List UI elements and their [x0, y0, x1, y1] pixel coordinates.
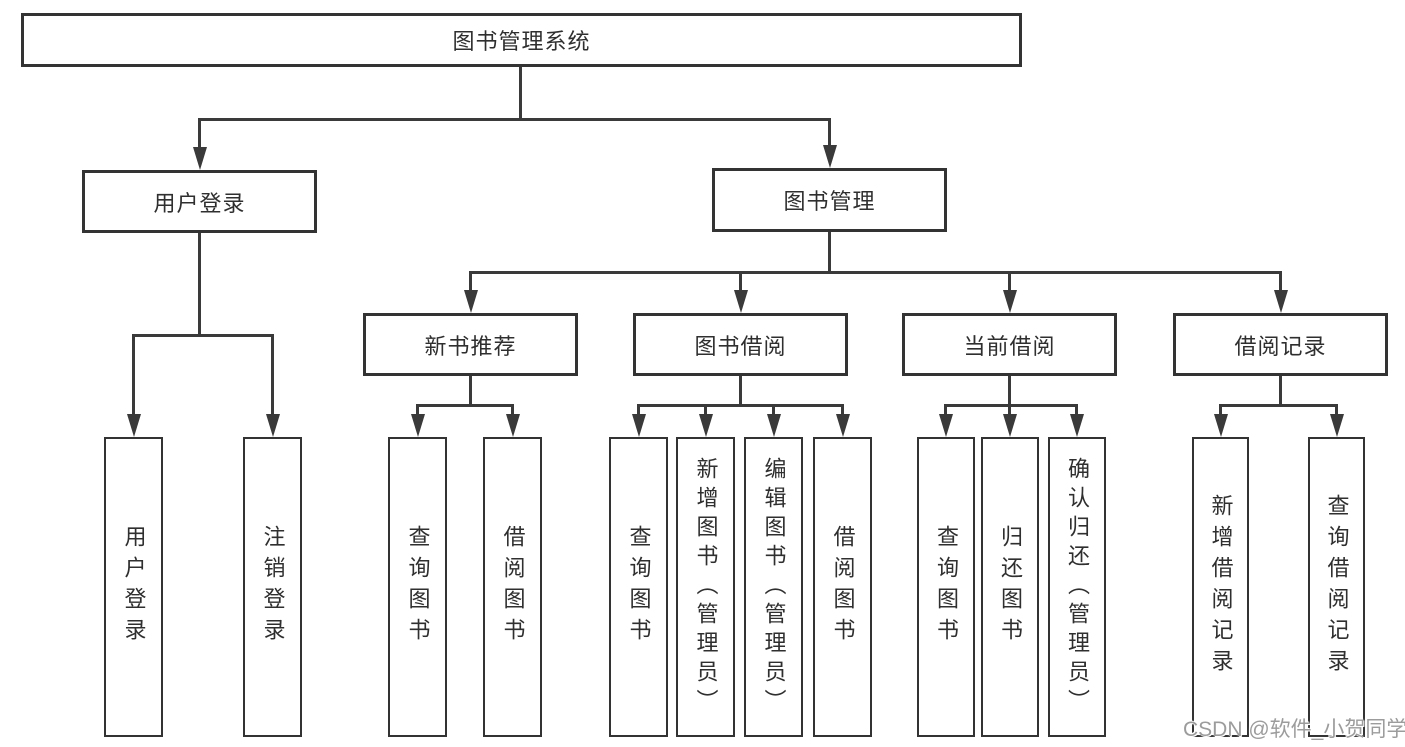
csdn-watermark: CSDN @软件_小贺同学 [1183, 718, 1405, 741]
connector-root-vertical [519, 67, 522, 120]
arrow-down-icon [1070, 414, 1084, 437]
leaf-edit-books-admin: 编辑图书（管理员） [744, 437, 803, 737]
node-book-borrowing: 图书借阅 [633, 313, 848, 376]
connector-stub [841, 404, 844, 416]
connector-stub [1008, 404, 1011, 416]
node-label: 当前借阅 [963, 333, 1056, 359]
leaf-label: 用户登录 [121, 525, 147, 649]
arrow-down-icon [836, 414, 850, 437]
arrow-down-icon [266, 414, 280, 437]
leaf-label: 确认归还（管理员） [1065, 456, 1090, 718]
connector-new-rec-vertical [469, 376, 472, 407]
connector-user-login-horizontal [132, 334, 274, 337]
connector-stub [271, 334, 274, 416]
arrow-down-icon [734, 290, 748, 313]
leaf-label: 借阅图书 [500, 525, 526, 649]
leaf-label: 查询图书 [626, 525, 652, 649]
arrow-down-icon [823, 145, 837, 168]
connector-stub [739, 271, 742, 293]
node-current-borrowing: 当前借阅 [902, 313, 1117, 376]
leaf-label: 查询借阅记录 [1324, 494, 1350, 680]
arrow-down-icon [699, 414, 713, 437]
node-label: 图书管理系统 [452, 29, 591, 54]
leaf-borrow-books-recommend: 借阅图书 [483, 437, 542, 737]
connector-stub [828, 118, 831, 148]
leaf-query-books-recommend: 查询图书 [388, 437, 447, 737]
leaf-confirm-return-admin: 确认归还（管理员） [1048, 437, 1106, 737]
connector-stub [1335, 404, 1338, 416]
connector-stub [1219, 404, 1222, 416]
leaf-query-books-borrow: 查询图书 [609, 437, 668, 737]
leaf-label: 注销登录 [260, 525, 286, 649]
connector-stub [704, 404, 707, 416]
arrow-down-icon [1214, 414, 1228, 437]
leaf-label: 新增借阅记录 [1208, 494, 1234, 680]
node-label: 新书推荐 [424, 333, 517, 359]
connector-stub [1279, 271, 1282, 293]
arrow-down-icon [1003, 414, 1017, 437]
leaf-return-books: 归还图书 [981, 437, 1039, 737]
node-user-login: 用户登录 [82, 170, 317, 233]
connector-stub [772, 404, 775, 416]
connector-borrow-horizontal [637, 404, 844, 407]
node-label: 图书借阅 [694, 333, 787, 359]
leaf-label: 查询图书 [405, 525, 431, 649]
connector-book-mgmt-horizontal [469, 271, 1282, 274]
leaf-query-borrow-record: 查询借阅记录 [1308, 437, 1365, 737]
connector-stub [637, 404, 640, 416]
leaf-logout: 注销登录 [243, 437, 302, 737]
arrow-down-icon [939, 414, 953, 437]
arrow-down-icon [632, 414, 646, 437]
node-label: 用户登录 [153, 190, 246, 216]
arrow-down-icon [411, 414, 425, 437]
leaf-add-borrow-record: 新增借阅记录 [1192, 437, 1249, 737]
connector-user-login-vertical [198, 233, 201, 337]
connector-current-vertical [1008, 376, 1011, 407]
connector-stub [132, 334, 135, 416]
arrow-down-icon [1003, 290, 1017, 313]
connector-records-vertical [1279, 376, 1282, 407]
arrow-down-icon [1330, 414, 1344, 437]
arrow-down-icon [1274, 290, 1288, 313]
leaf-label: 归还图书 [998, 525, 1023, 649]
connector-stub [198, 118, 201, 150]
arrow-down-icon [127, 414, 141, 437]
node-book-management: 图书管理 [712, 168, 947, 232]
connector-records-horizontal [1219, 404, 1338, 407]
connector-borrow-vertical [739, 376, 742, 407]
arrow-down-icon [193, 147, 207, 170]
arrow-down-icon [506, 414, 520, 437]
node-borrowing-records: 借阅记录 [1173, 313, 1388, 376]
leaf-query-books-current: 查询图书 [917, 437, 975, 737]
arrow-down-icon [464, 290, 478, 313]
connector-stub [944, 404, 947, 416]
connector-stub [511, 404, 514, 416]
leaf-label: 借阅图书 [830, 525, 856, 649]
node-label: 借阅记录 [1234, 333, 1327, 359]
connector-stub [416, 404, 419, 416]
connector-book-mgmt-vertical [828, 232, 831, 274]
node-library-management-system: 图书管理系统 [21, 13, 1022, 67]
connector-new-rec-horizontal [416, 404, 514, 407]
connector-stub [469, 271, 472, 293]
leaf-label: 查询图书 [934, 525, 959, 649]
leaf-user-login: 用户登录 [104, 437, 163, 737]
connector-root-horizontal [198, 118, 831, 121]
leaf-add-books-admin: 新增图书（管理员） [676, 437, 735, 737]
leaf-label: 新增图书（管理员） [693, 456, 719, 718]
leaf-borrow-books: 借阅图书 [813, 437, 872, 737]
node-label: 图书管理 [783, 189, 876, 214]
node-new-book-recommend: 新书推荐 [363, 313, 578, 376]
connector-current-horizontal [944, 404, 1078, 407]
connector-stub [1008, 271, 1011, 293]
leaf-label: 编辑图书（管理员） [761, 456, 787, 718]
connector-stub [1075, 404, 1078, 416]
arrow-down-icon [767, 414, 781, 437]
